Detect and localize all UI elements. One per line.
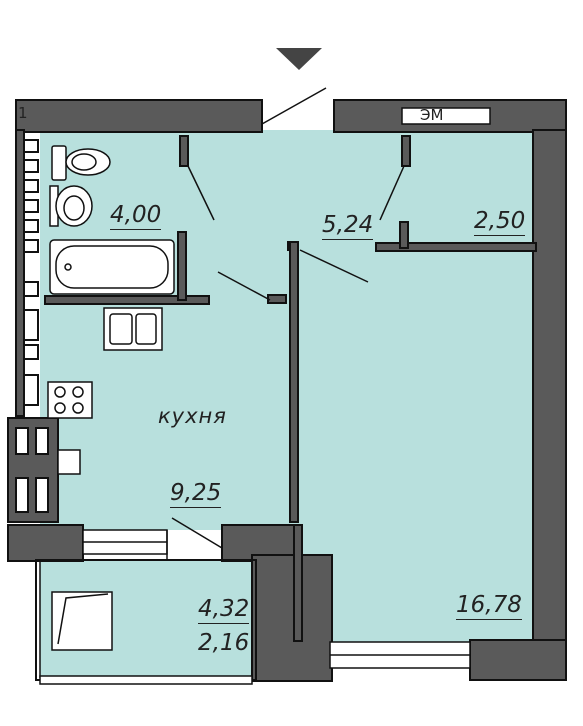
- kitchen-sink-icon: [103, 307, 163, 351]
- facade-block: [23, 281, 39, 297]
- stove-icon: [47, 381, 93, 419]
- door-bathroom: [187, 165, 215, 221]
- door-closet: [379, 165, 405, 221]
- facade-block: [23, 199, 39, 213]
- wall-left-thin: [15, 129, 25, 417]
- facade-block: [23, 179, 39, 193]
- facade-block: [23, 219, 39, 233]
- facade-block: [23, 139, 39, 153]
- radiator-cell: [35, 427, 49, 455]
- wall-bath-bottom: [44, 295, 210, 305]
- radiator: [7, 417, 59, 523]
- windows: [39, 529, 471, 685]
- door-entrance: [261, 87, 327, 125]
- door-living: [299, 249, 369, 283]
- kitchen-name: кухня: [158, 404, 227, 428]
- wall-top-left: [15, 99, 263, 133]
- toilet-icon: [51, 145, 111, 181]
- radiator-cell: [15, 477, 29, 513]
- wall-closet-bottom: [375, 242, 537, 252]
- floor-areas: [40, 130, 535, 678]
- radiator-cell: [15, 427, 29, 455]
- wall-stub-hall-top: [401, 135, 411, 167]
- balcony-box-icon: [51, 591, 113, 651]
- facade-block: [23, 239, 39, 253]
- wall-living-left-bottom: [293, 524, 303, 642]
- wall-right: [532, 129, 567, 641]
- facade-blocks: [23, 139, 39, 406]
- wall-stub-bath-top: [179, 135, 189, 167]
- floor-living: [298, 250, 535, 642]
- balcony-area: 4,32: [198, 596, 250, 624]
- electrical-panel-label: ЭМ: [420, 106, 444, 124]
- wall-closet-stub: [399, 221, 409, 249]
- entrance-arrow-icon: [276, 48, 322, 70]
- wall-balcony-right: [251, 554, 333, 682]
- living-area: 16,78: [456, 592, 522, 620]
- electrical-panel: [401, 107, 491, 125]
- sink-icon: [49, 185, 93, 227]
- door-swings: [166, 87, 405, 560]
- door-balcony: [171, 517, 223, 549]
- bathtub-icon: [49, 239, 175, 295]
- bathroom-area: 4,00: [110, 202, 162, 230]
- facade-block: [23, 374, 39, 406]
- wall-kitchen-bottom-left: [7, 524, 84, 562]
- wall-bath-right: [177, 231, 187, 301]
- wall-living-bottom: [469, 639, 567, 681]
- facade-block: [23, 159, 39, 173]
- wall-living-left: [289, 241, 299, 523]
- closet-area: 2,50: [474, 208, 526, 236]
- radiator-cell: [35, 477, 49, 513]
- balcony-area-reduced: 2,16: [198, 630, 250, 656]
- door-kitchen: [217, 271, 271, 301]
- wall-door-frame: [267, 294, 287, 304]
- window-balcony-bottom: [39, 675, 253, 685]
- facade-block: [23, 309, 39, 341]
- facade-block: [23, 344, 39, 360]
- walls: [7, 99, 567, 682]
- kitchen-area: 9,25: [170, 480, 222, 508]
- hallway-area: 5,24: [322, 212, 374, 240]
- tag-number: 1: [18, 104, 28, 122]
- heater-valve: [57, 449, 81, 475]
